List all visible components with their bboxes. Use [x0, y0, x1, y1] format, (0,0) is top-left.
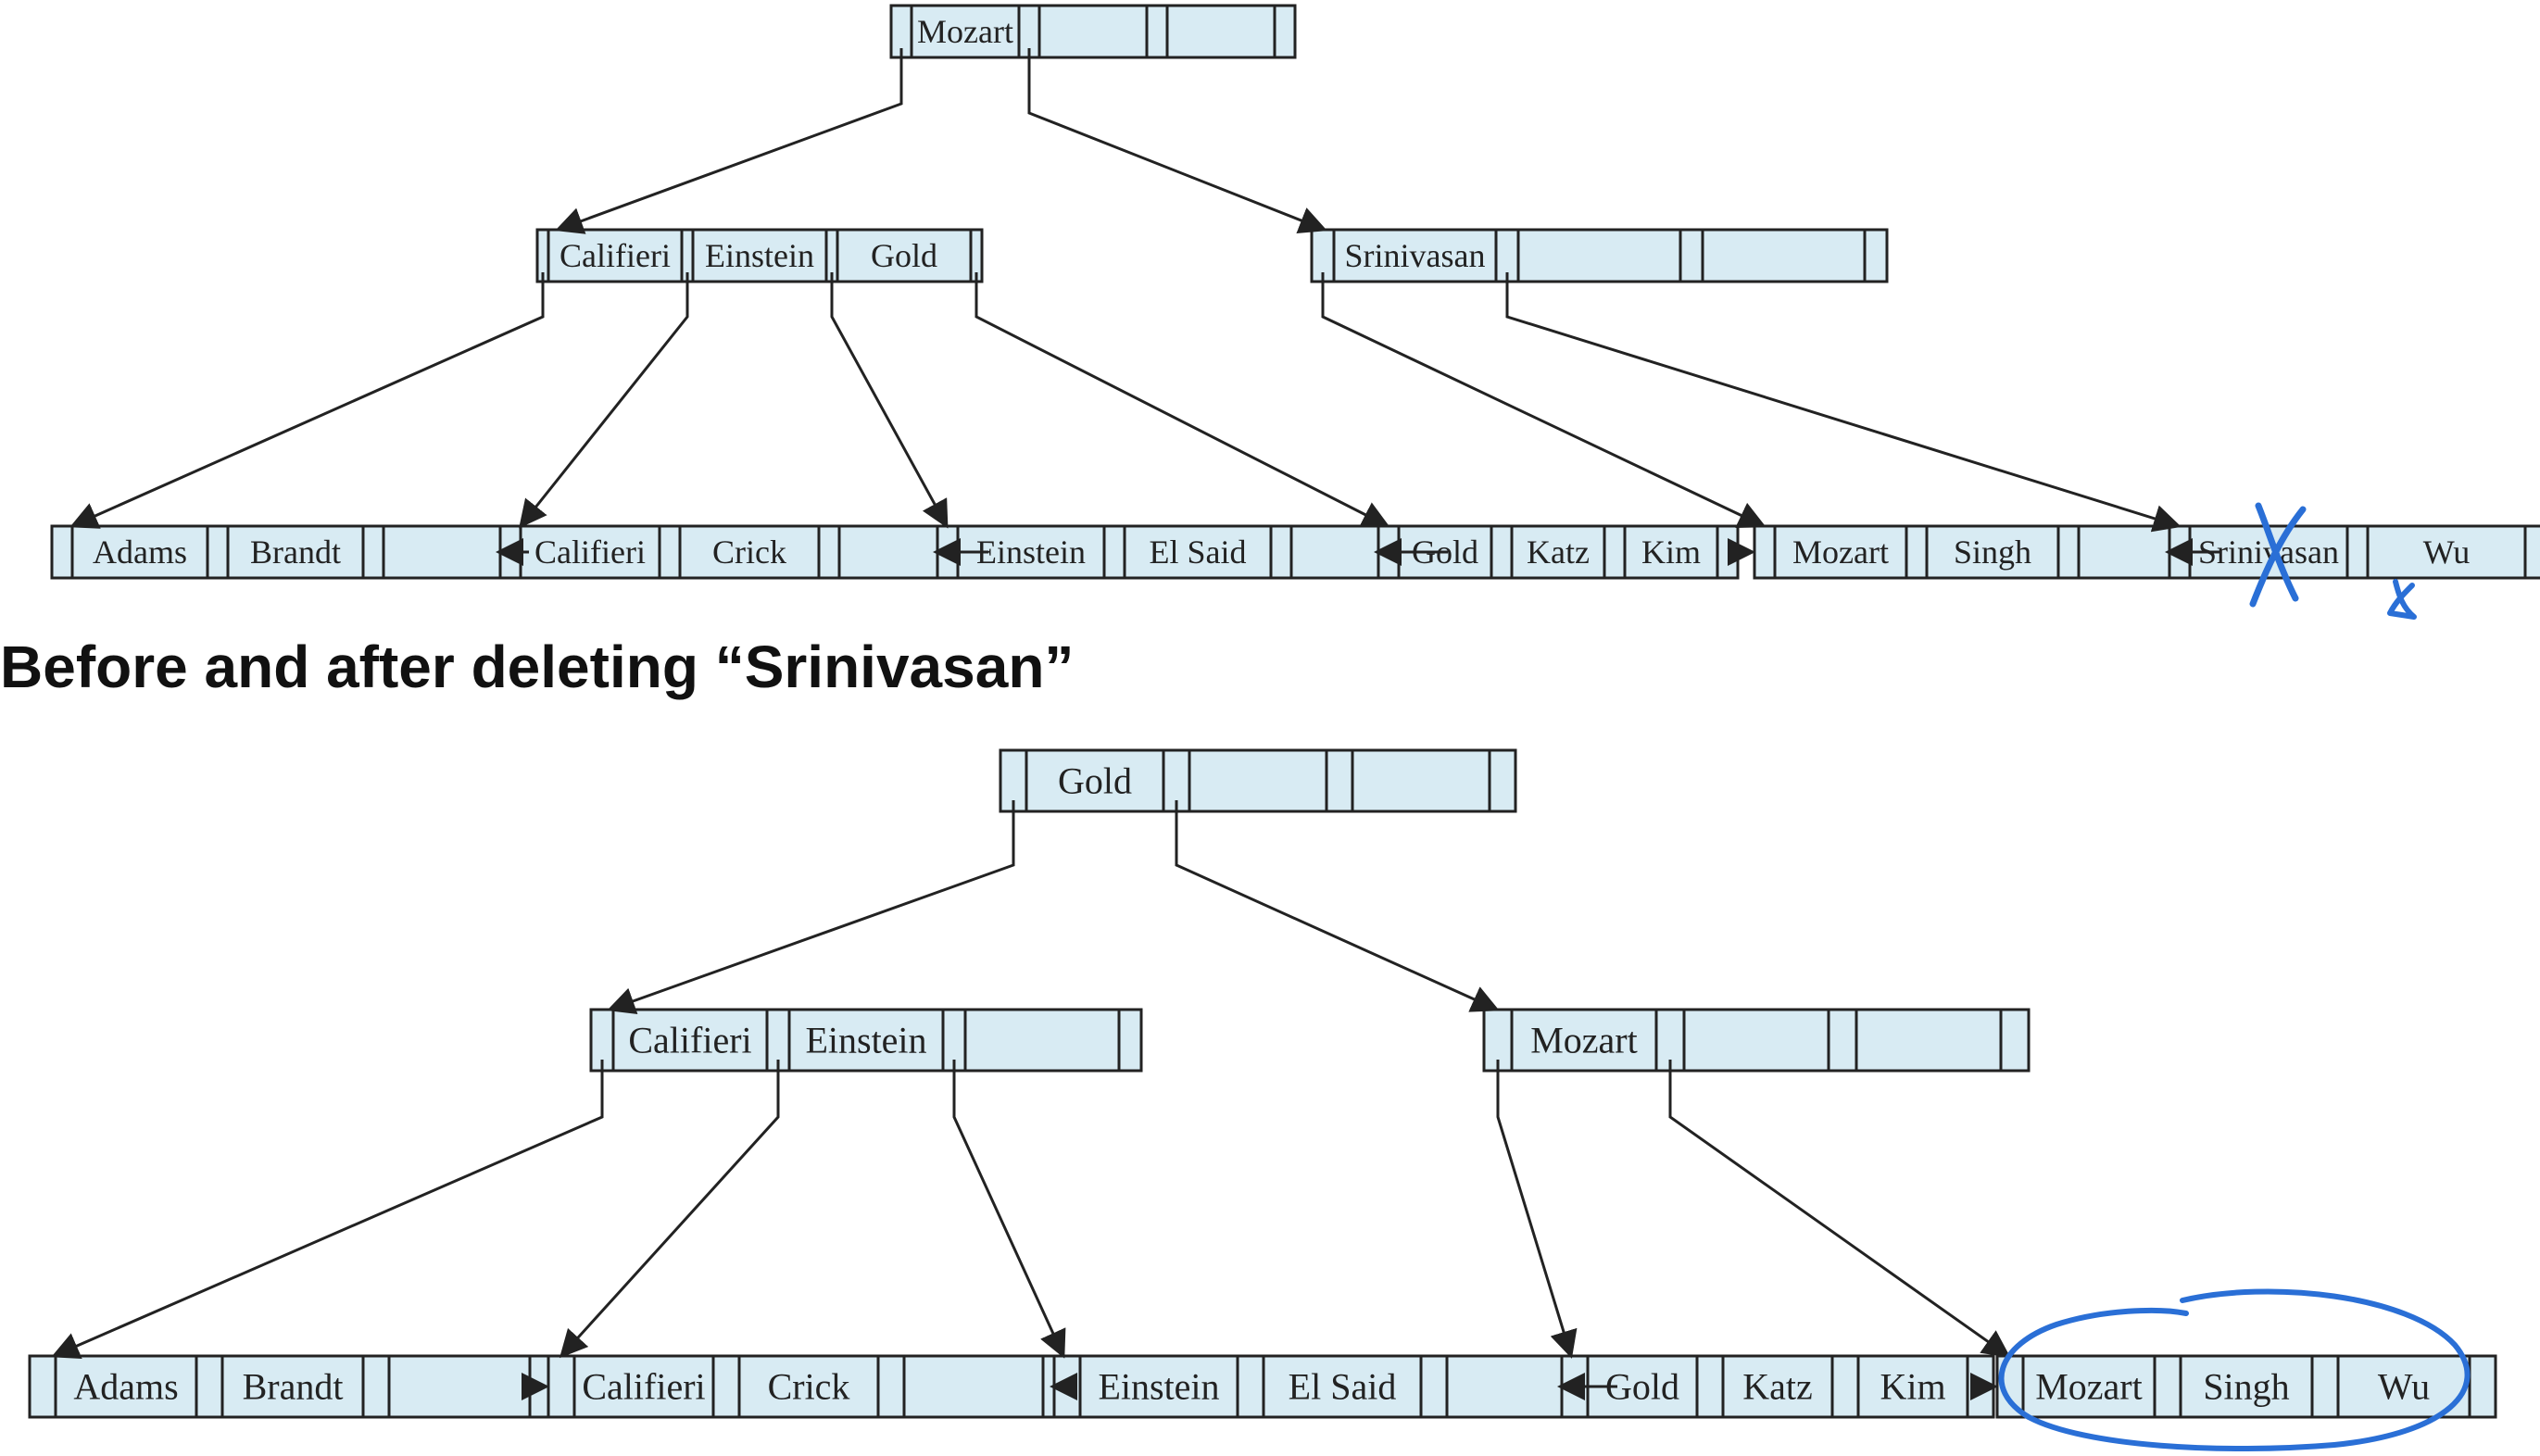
node-key: Mozart [1530, 1020, 1638, 1061]
before-internal-edge [69, 272, 545, 529]
node-key: Crick [768, 1366, 850, 1408]
before-internal-edge [830, 272, 949, 529]
node-key: Califieri [560, 237, 671, 274]
after-leaf-node: Gold Katz Kim [1560, 1354, 1995, 1419]
node-key: Einstein [1098, 1366, 1219, 1408]
node-key: Brandt [250, 533, 341, 571]
after-root-edge [607, 800, 1015, 1015]
node-key: Einstein [976, 533, 1086, 571]
before-leaf-node: Mozart Singh [1753, 524, 2232, 580]
node-key: Gold [1605, 1366, 1679, 1408]
node-key: Kim [1641, 533, 1701, 571]
after-root-edge [1175, 800, 1500, 1012]
node-key: Mozart [917, 13, 1013, 50]
node-key: Wu [2423, 533, 2471, 571]
before-internal-node: Srinivasan [1310, 228, 1889, 283]
before-internal-edge [519, 272, 689, 529]
before-internal-node: Califieri Einstein Gold [535, 228, 984, 283]
node-key: Singh [1954, 533, 2031, 571]
after-internal-edge [559, 1060, 780, 1359]
after-internal-edge [1668, 1060, 2011, 1358]
after-internal-edge [952, 1060, 1066, 1359]
highlight-circle [1998, 1288, 2471, 1452]
after-leaf-node: Califieri Crick [547, 1354, 1071, 1419]
after-internal-node: Mozart [1482, 1008, 2031, 1073]
after-internal-edge [51, 1060, 604, 1359]
node-key: Gold [871, 237, 937, 274]
after-leaf-node: Einstein El Said [1052, 1354, 1632, 1419]
after-internal-edge [1496, 1060, 1578, 1359]
handwritten-annotations [1998, 502, 2471, 1452]
before-leaf-node: Adams Brandt [50, 524, 541, 580]
node-key: Mozart [1792, 533, 1889, 571]
after-leaf-node: Mozart Singh Wu [1995, 1354, 2497, 1419]
node-key: Califieri [628, 1020, 751, 1061]
caption: Before and after deleting “Srinivasan” [0, 634, 1075, 700]
before-root-edge [555, 48, 903, 234]
handwritten-mark [2387, 579, 2417, 620]
after-leaf-node: Adams Brandt [28, 1354, 558, 1419]
before-internal-edge [1321, 272, 1767, 528]
node-key: Srinivasan [1345, 237, 1486, 274]
cross-out-mark [2249, 502, 2307, 608]
node-key: Wu [2378, 1366, 2430, 1408]
before-root-edge [1027, 48, 1327, 234]
node-key: Gold [1058, 760, 1132, 802]
node-key: Kim [1880, 1366, 1945, 1408]
node-key: Mozart [2035, 1366, 2143, 1408]
before-internal-edge [1505, 272, 2182, 533]
node-key: El Said [1150, 533, 1247, 571]
node-key: Califieri [534, 533, 646, 571]
node-key: El Said [1289, 1366, 1397, 1408]
node-key: Crick [712, 533, 786, 571]
node-key: Califieri [582, 1366, 705, 1408]
node-key: Brandt [243, 1366, 344, 1408]
before-leaf-node: Califieri Crick [498, 524, 1000, 580]
node-key: Einstein [705, 237, 814, 274]
node-key: Singh [2203, 1366, 2289, 1408]
node-key: Einstein [805, 1020, 926, 1061]
tree-edges [51, 48, 2220, 1400]
after-root-node: Gold [999, 748, 1517, 813]
after-internal-node: Califieri Einstein [589, 1008, 1143, 1073]
before-root-node: Mozart [889, 4, 1297, 59]
node-key: Adams [73, 1366, 178, 1408]
node-key: Katz [1527, 533, 1590, 571]
before-internal-edge [975, 272, 1390, 528]
node-key: Adams [93, 533, 187, 571]
node-key: Katz [1742, 1366, 1813, 1408]
